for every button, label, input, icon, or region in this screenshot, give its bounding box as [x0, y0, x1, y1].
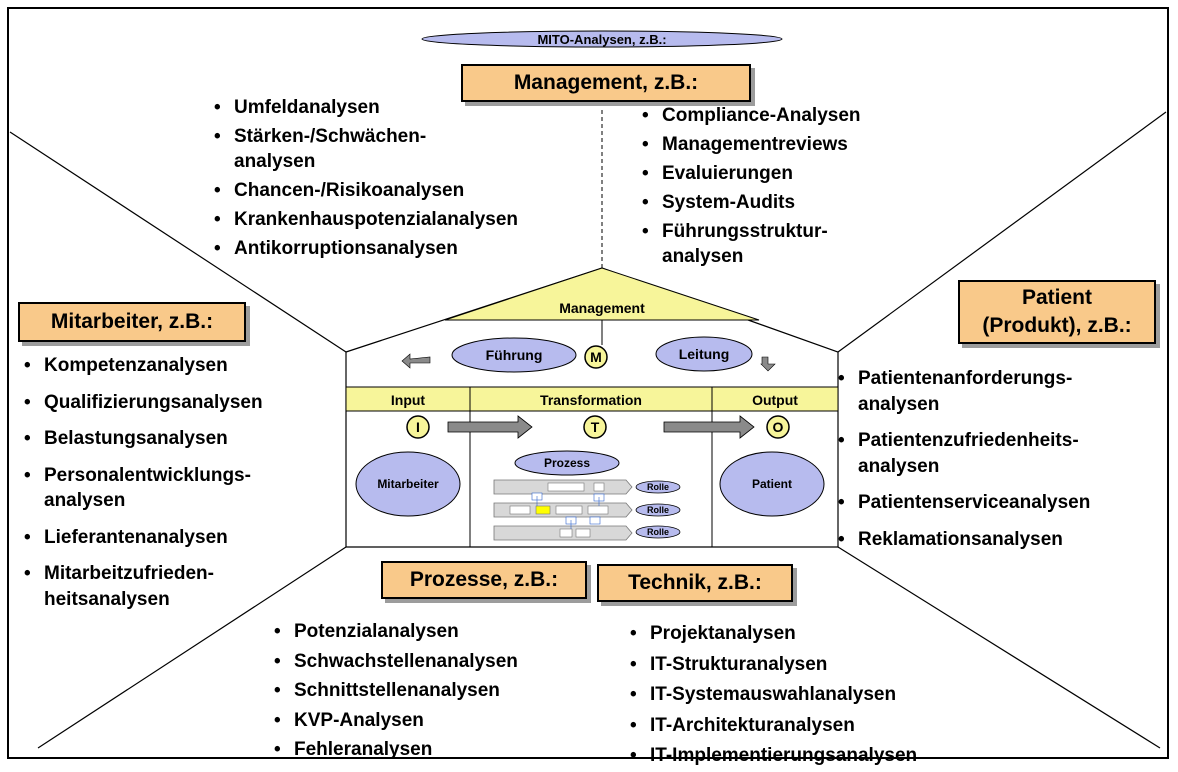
t-circle — [583, 415, 607, 439]
process-lanes — [493, 479, 633, 541]
list-item: IT-Architekturanalysen — [628, 711, 968, 742]
list-item: Kompetenzanalysen — [22, 353, 342, 379]
rolle-ellipse-3 — [635, 525, 681, 539]
prozesse-list: PotenzialanalysenSchwachstellenanalysenS… — [272, 617, 602, 765]
mitarbeiter-list: KompetenzanalysenQualifizierungsanalysen… — [22, 353, 342, 612]
list-item: Fehleranalysen — [272, 735, 602, 765]
list-item: Belastungsanalysen — [22, 426, 342, 452]
right-arrow-icon — [760, 356, 776, 372]
list-item: Patientenzufriedenheits- analysen — [836, 428, 1166, 479]
i-letter: I — [416, 419, 420, 435]
patient-heading: Patient (Produkt), z.B.: — [958, 280, 1156, 344]
o-letter: O — [773, 419, 784, 435]
list-item: Qualifizierungsanalysen — [22, 390, 342, 416]
output-label: Output — [752, 392, 798, 408]
patient-heading-line1: Patient — [1021, 286, 1092, 309]
mitarbeiter-heading: Mitarbeiter, z.B.: — [18, 302, 246, 342]
fuehrung-ellipse — [451, 337, 577, 373]
list-item: Evaluierungen — [640, 162, 960, 187]
patient-heading-line2: (Produkt), z.B.: — [982, 314, 1132, 337]
leitung-ellipse — [655, 336, 753, 372]
technik-list: ProjektanalysenIT-StrukturanalysenIT-Sys… — [628, 619, 968, 772]
list-item: Compliance-Analysen — [640, 104, 960, 129]
patient-list: Patientenanforderungs- analysenPatienten… — [836, 366, 1166, 552]
title-ellipse-label: MITO-Analysen, z.B.: — [537, 32, 666, 47]
list-item: Lieferantenanalysen — [22, 525, 342, 551]
left-arrow-icon — [401, 353, 431, 369]
mitarbeiter-ellipse — [355, 451, 461, 517]
list-item: System-Audits — [640, 191, 960, 216]
list-item: Schwachstellenanalysen — [272, 647, 602, 677]
arrow-t-to-o — [663, 415, 755, 439]
management-left-list: UmfeldanalysenStärken-/Schwächen- analys… — [212, 96, 602, 261]
list-item: Projektanalysen — [628, 619, 968, 650]
prozesse-heading: Prozesse, z.B.: — [381, 561, 587, 599]
list-item: Stärken-/Schwächen- analysen — [212, 125, 602, 174]
rolle-label-2: Rolle — [647, 505, 669, 515]
rolle-label-1: Rolle — [647, 482, 669, 492]
fuehrung-label: Führung — [486, 347, 543, 363]
management-right-list: Compliance-AnalysenManagementreviewsEval… — [640, 104, 960, 269]
technik-heading: Technik, z.B.: — [597, 564, 793, 602]
diagonal-top-right — [837, 111, 1167, 353]
mitarbeiter-label: Mitarbeiter — [377, 477, 439, 491]
list-item: Chancen-/Risikoanalysen — [212, 179, 602, 204]
list-item: IT-Strukturanalysen — [628, 650, 968, 681]
list-item: Führungsstruktur- analysen — [640, 220, 960, 269]
list-item: Mitarbeitzufrieden- heitsanalysen — [22, 561, 342, 612]
list-item: Umfeldanalysen — [212, 96, 602, 121]
list-item: Antikorruptionsanalysen — [212, 237, 602, 262]
diagonal-top-left — [9, 131, 347, 353]
list-item: Managementreviews — [640, 133, 960, 158]
list-item: Potenzialanalysen — [272, 617, 602, 647]
list-item: Patientenserviceanalysen — [836, 490, 1166, 516]
list-item: Reklamationsanalysen — [836, 527, 1166, 553]
io-band — [345, 386, 839, 412]
o-circle — [766, 415, 790, 439]
arrow-i-to-t — [447, 415, 533, 439]
t-letter: T — [591, 419, 600, 435]
rolle-label-3: Rolle — [647, 527, 669, 537]
m-letter: M — [590, 349, 602, 365]
patient-label: Patient — [752, 477, 792, 491]
list-item: KVP-Analysen — [272, 706, 602, 736]
title-ellipse — [421, 30, 783, 48]
list-item: Personalentwicklungs- analysen — [22, 463, 342, 514]
list-item: IT-Systemauswahlanalysen — [628, 680, 968, 711]
i-circle — [406, 415, 430, 439]
prozess-ellipse — [514, 450, 620, 476]
list-item: IT-Implementierungsanalysen — [628, 741, 968, 772]
m-circle — [584, 345, 608, 369]
input-label: Input — [391, 392, 426, 408]
transformation-label: Transformation — [540, 392, 642, 408]
rolle-ellipse-2 — [635, 503, 681, 517]
diagonal-bottom-right — [837, 546, 1161, 749]
list-item: Krankenhauspotenzialanalysen — [212, 208, 602, 233]
prozess-label: Prozess — [544, 456, 590, 470]
list-item: Patientenanforderungs- analysen — [836, 366, 1166, 417]
rolle-ellipse-1 — [635, 480, 681, 494]
patient-ellipse — [719, 451, 825, 517]
roof-label: Management — [559, 300, 645, 316]
list-item: Schnittstellenanalysen — [272, 676, 602, 706]
leitung-label: Leitung — [679, 346, 730, 362]
